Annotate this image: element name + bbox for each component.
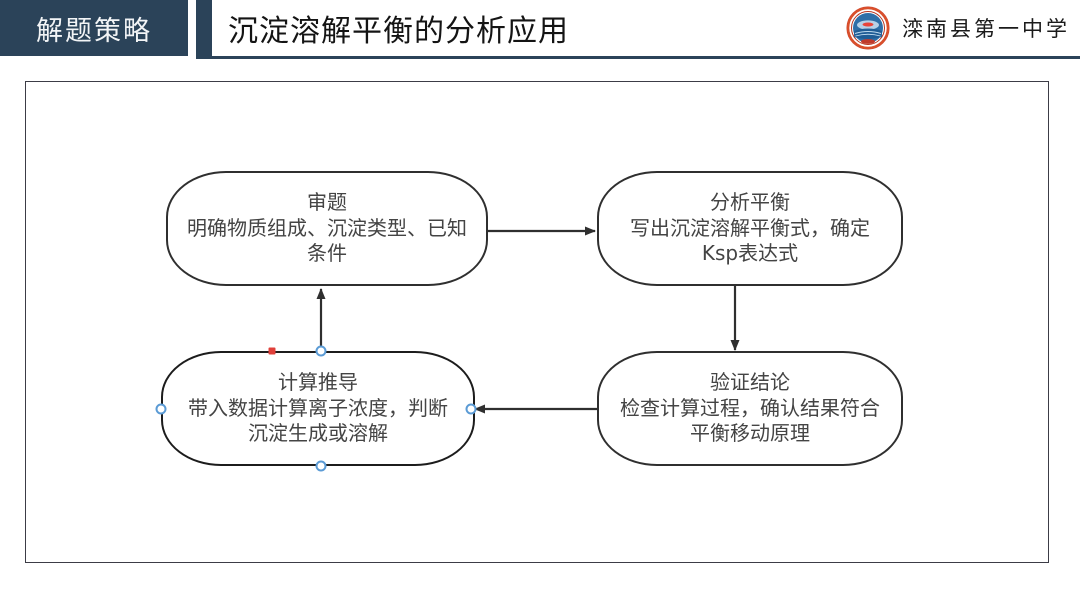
flow-node-review-body: 明确物质组成、沉淀类型、已知条件 (187, 215, 467, 266)
page-title: 沉淀溶解平衡的分析应用 (228, 14, 569, 49)
flow-node-review[interactable]: 审题 明确物质组成、沉淀类型、已知条件 (166, 171, 488, 286)
resize-handle-left[interactable] (155, 403, 167, 415)
resize-handle-top[interactable] (315, 345, 327, 357)
school-logo-group: 滦南县第一中学 (846, 4, 1070, 52)
flow-connectors (316, 226, 740, 414)
school-emblem-icon (846, 6, 890, 50)
header-accent-bar (196, 0, 212, 56)
flow-node-analyze[interactable]: 分析平衡 写出沉淀溶解平衡式，确定Ksp表达式 (597, 171, 903, 286)
flow-node-verify-body: 检查计算过程，确认结果符合平衡移动原理 (620, 395, 880, 446)
flow-node-verify[interactable]: 验证结论 检查计算过程，确认结果符合平衡移动原理 (597, 351, 903, 466)
school-name: 滦南县第一中学 (902, 17, 1070, 41)
section-label-block: 解题策略 (0, 0, 188, 56)
content-frame: 审题 明确物质组成、沉淀类型、已知条件 分析平衡 写出沉淀溶解平衡式，确定Ksp… (25, 81, 1049, 563)
flow-node-verify-title: 验证结论 (710, 370, 790, 395)
flow-node-analyze-body: 写出沉淀溶解平衡式，确定Ksp表达式 (630, 215, 870, 266)
shape-adjust-handle[interactable] (268, 347, 276, 355)
resize-handle-right[interactable] (465, 403, 477, 415)
flow-node-calculate-title: 计算推导 (278, 370, 358, 395)
section-label: 解题策略 (36, 15, 152, 47)
flow-node-calculate[interactable]: 计算推导 带入数据计算离子浓度，判断沉淀生成或溶解 (161, 351, 475, 466)
flow-node-calculate-body: 带入数据计算离子浓度，判断沉淀生成或溶解 (188, 395, 448, 446)
flowchart: 审题 明确物质组成、沉淀类型、已知条件 分析平衡 写出沉淀溶解平衡式，确定Ksp… (26, 82, 1050, 564)
resize-handle-bottom[interactable] (315, 460, 327, 472)
flow-node-review-title: 审题 (307, 190, 347, 215)
slide-header: 解题策略 沉淀溶解平衡的分析应用 滦南县第一中学 (0, 0, 1080, 60)
header-divider (196, 56, 1080, 59)
flow-node-analyze-title: 分析平衡 (710, 190, 790, 215)
